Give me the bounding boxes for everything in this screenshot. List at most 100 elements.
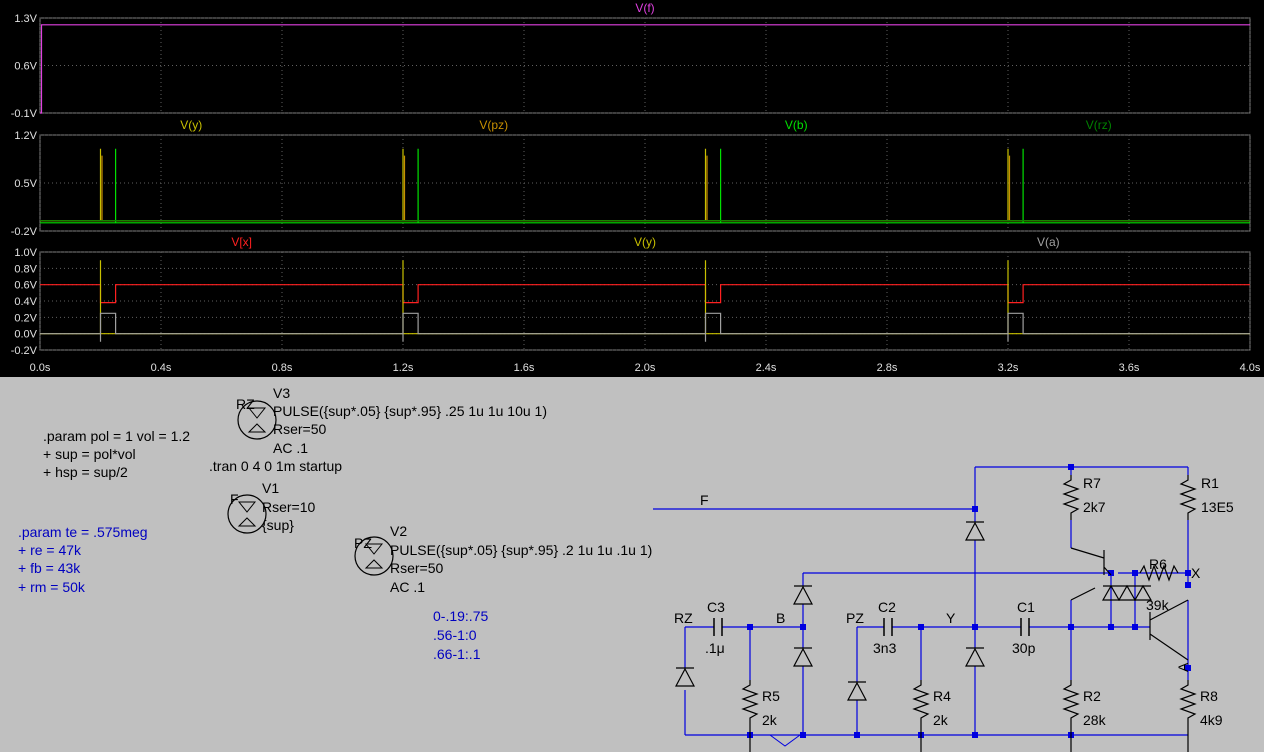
trace-vx[interactable]: [40, 284, 1250, 304]
junction-dot: [854, 732, 860, 738]
junction-dot: [918, 624, 924, 630]
trace-label[interactable]: V(rz): [1086, 118, 1112, 132]
voltage-source-v2[interactable]: PZ V2 PULSE({sup*.05} {sup*.95} .2 1u 1u…: [354, 523, 652, 595]
net-label-f[interactable]: F: [700, 492, 709, 508]
schematic-labels: F X A B Y PZ RZ R7 2k7 R1 13E5 R6 39k C3…: [674, 475, 1234, 728]
param-directive-blue[interactable]: .param te = .575meg + re = 47k + fb = 43…: [18, 524, 148, 595]
resistor-r5-icon[interactable]: [741, 680, 759, 752]
trace-label[interactable]: V(a): [1037, 235, 1060, 249]
diode-icon[interactable]: [793, 585, 813, 605]
net-label-x[interactable]: X: [1191, 565, 1201, 581]
transistor-q1-icon[interactable]: [1070, 547, 1112, 576]
diode-icon[interactable]: [793, 647, 813, 667]
diode-icon[interactable]: [1133, 584, 1153, 601]
junction-dot: [747, 624, 753, 630]
trace-label[interactable]: V(b): [785, 118, 808, 132]
resistor-r4-icon[interactable]: [912, 680, 930, 752]
junction-dot: [1132, 624, 1138, 630]
r7-value: 2k7: [1083, 499, 1106, 515]
junction-dot: [1185, 582, 1191, 588]
source-arrows-icon: [237, 501, 257, 527]
diode-icon[interactable]: [847, 681, 867, 701]
trace-vf[interactable]: [40, 24, 1250, 114]
y-tick-label: -0.2V: [11, 345, 38, 357]
diodes[interactable]: [675, 521, 1153, 701]
source-symbol-icon: [354, 536, 394, 576]
r4-name: R4: [933, 688, 951, 704]
trace-label[interactable]: V(pz): [479, 118, 508, 132]
transistors[interactable]: [1070, 547, 1189, 661]
net-label-y[interactable]: Y: [946, 610, 956, 626]
y-tick-label: 1.3V: [14, 13, 37, 25]
c2-name: C2: [878, 599, 896, 615]
pwl-note-3: .66-1:.1: [433, 646, 481, 662]
r6-name: R6: [1149, 556, 1167, 572]
net-label-a[interactable]: A: [1175, 662, 1191, 672]
diode-icon[interactable]: [965, 521, 985, 541]
y-tick-label: 0.0V: [14, 329, 37, 341]
r1-value: 13E5: [1201, 499, 1234, 515]
pwl-note-2: .56-1:0: [433, 627, 477, 643]
diode-icon[interactable]: [1101, 584, 1121, 601]
source-arrows-icon: [247, 407, 267, 433]
r8-value: 4k9: [1200, 712, 1223, 728]
voltage-source-v3[interactable]: RZ V3 PULSE({sup*.05} {sup*.95} .25 1u 1…: [236, 385, 547, 456]
resistor-r7-icon[interactable]: [1062, 475, 1080, 520]
c1-value: 30p: [1012, 640, 1036, 656]
tran-directive[interactable]: .tran 0 4 0 1m startup: [209, 458, 342, 474]
source-symbol-icon: [237, 400, 277, 440]
r5-name: R5: [762, 688, 780, 704]
v3-label: V3: [273, 385, 290, 401]
diode-icon[interactable]: [1117, 584, 1137, 601]
resistor-r2-icon[interactable]: [1062, 680, 1080, 752]
diode-icon[interactable]: [675, 667, 695, 687]
x-tick-label: 0.0s: [30, 362, 51, 374]
schematic-editor[interactable]: .param pol = 1 vol = 1.2 + sup = pol*vol…: [0, 377, 1264, 752]
transistor-q2-icon[interactable]: [1149, 599, 1189, 661]
x-tick-label: 0.8s: [272, 362, 293, 374]
r5-value: 2k: [762, 712, 778, 728]
net-label-rz[interactable]: RZ: [674, 610, 693, 626]
param-blue-line-1: .param te = .575meg: [18, 524, 148, 540]
trace-label[interactable]: V(y): [634, 235, 656, 249]
trace-vb[interactable]: [40, 148, 1250, 224]
x-tick-label: 3.6s: [1119, 362, 1140, 374]
resistor-r1-icon[interactable]: [1179, 475, 1197, 520]
trace-label[interactable]: V(f): [635, 1, 654, 15]
voltage-source-v1[interactable]: F V1 Rser=10 {sup}: [227, 480, 316, 534]
junction-dot: [1132, 570, 1138, 576]
param-blue-line-4: + rm = 50k: [18, 579, 86, 595]
capacitors[interactable]: [713, 618, 1030, 636]
net-label-pz[interactable]: PZ: [846, 610, 864, 626]
diode-icon[interactable]: [965, 647, 985, 667]
y-tick-label: 1.0V: [14, 247, 37, 259]
junction-dot: [800, 732, 806, 738]
y-tick-label: 0.4V: [14, 296, 37, 308]
net-label-b[interactable]: B: [776, 610, 785, 626]
param-directive[interactable]: .param pol = 1 vol = 1.2 + sup = pol*vol…: [43, 428, 190, 480]
plot-pane-1[interactable]: 1.3V0.6V-0.1VV(f): [11, 1, 1251, 120]
v2-node-label: PZ: [354, 535, 372, 551]
waveform-viewer[interactable]: 1.3V0.6V-0.1VV(f)1.2V0.5V-0.2VV(y)V(pz)V…: [0, 0, 1264, 377]
x-tick-label: 1.2s: [393, 362, 414, 374]
pwl-notes: 0-.19:.75 .56-1:0 .66-1:.1: [433, 608, 488, 662]
ground-icon[interactable]: [768, 734, 802, 747]
waveform-panes: 1.3V0.6V-0.1VV(f)1.2V0.5V-0.2VV(y)V(pz)V…: [11, 1, 1261, 374]
trace-label[interactable]: V(y): [180, 118, 202, 132]
x-tick-label: 4.0s: [1240, 362, 1261, 374]
junction-dot: [972, 624, 978, 630]
plot-pane-2[interactable]: 1.2V0.5V-0.2VV(y)V(pz)V(b)V(rz): [11, 118, 1251, 238]
junction-dot: [1068, 624, 1074, 630]
v1-node-label: F: [230, 491, 239, 507]
v3-rser: Rser=50: [273, 421, 327, 437]
resistor-r8-icon[interactable]: [1179, 680, 1197, 752]
param-blue-line-2: + re = 47k: [18, 542, 82, 558]
c1-name: C1: [1017, 599, 1035, 615]
trace-label[interactable]: V[x]: [231, 235, 252, 249]
trace-va[interactable]: [40, 312, 1250, 342]
resistor-r6-icon[interactable]: [1139, 564, 1179, 582]
x-tick-label: 2.0s: [635, 362, 656, 374]
resistors[interactable]: [741, 475, 1197, 752]
y-tick-label: 1.2V: [14, 130, 37, 142]
